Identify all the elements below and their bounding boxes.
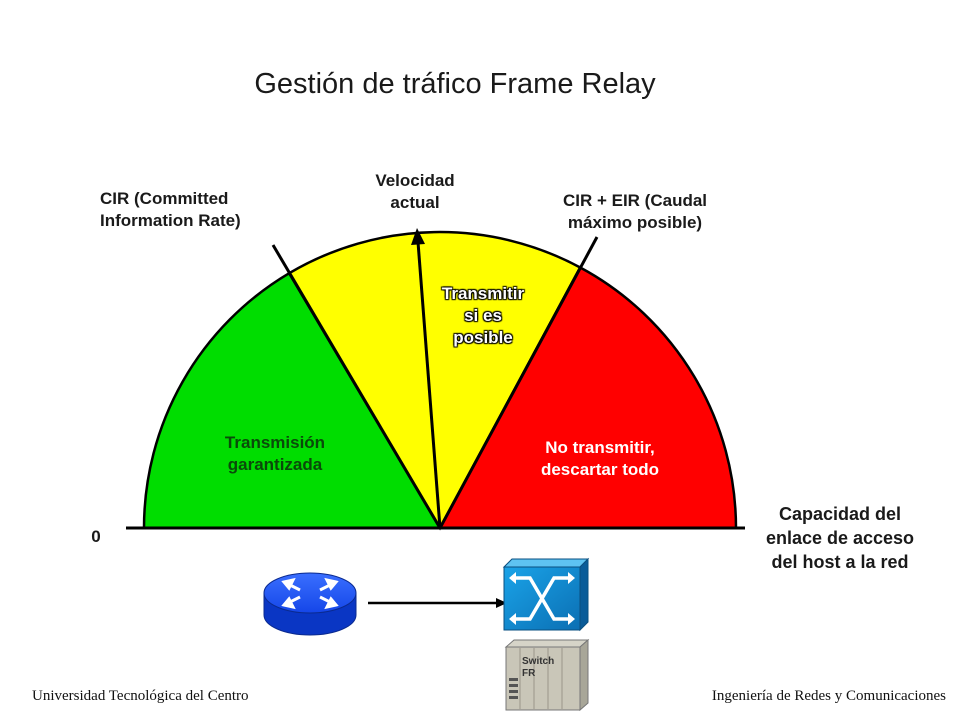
footer-left: Universidad Tecnológica del Centro (32, 688, 249, 704)
speed-arrowhead (411, 228, 425, 245)
cir-label: CIR (Committed Information Rate) (100, 189, 241, 230)
page-title: Gestión de tráfico Frame Relay (254, 68, 656, 100)
green-sector (142, 271, 443, 530)
footer-right: Ingeniería de Redes y Comunicaciones (711, 688, 946, 704)
current-speed-label: Velocidad actual (375, 171, 455, 212)
discard-text: No transmitir, descartar todo (540, 438, 660, 479)
cir-eir-label: CIR + EIR (Caudal máximo posible) (562, 191, 708, 232)
fr-switch-icon (502, 557, 590, 632)
guaranteed-transmission-text: Transmisión garantizada (224, 433, 326, 474)
red-sector (437, 265, 738, 530)
cir-eir-boundary-line (438, 236, 599, 529)
link-arrowhead (496, 598, 507, 608)
yellow-sector (287, 230, 582, 531)
speed-arrow (416, 241, 442, 529)
zero-label: 0 (91, 527, 101, 546)
router-icon (263, 572, 357, 636)
link-capacity-label: Capacidad del enlace de acceso del host … (765, 504, 915, 572)
switch-chassis (504, 638, 590, 712)
transmit-if-possible-text: Transmitir si es posible (441, 284, 525, 347)
cir-boundary-line (271, 244, 442, 529)
switch-fr-caption: Switch FR (522, 656, 555, 679)
